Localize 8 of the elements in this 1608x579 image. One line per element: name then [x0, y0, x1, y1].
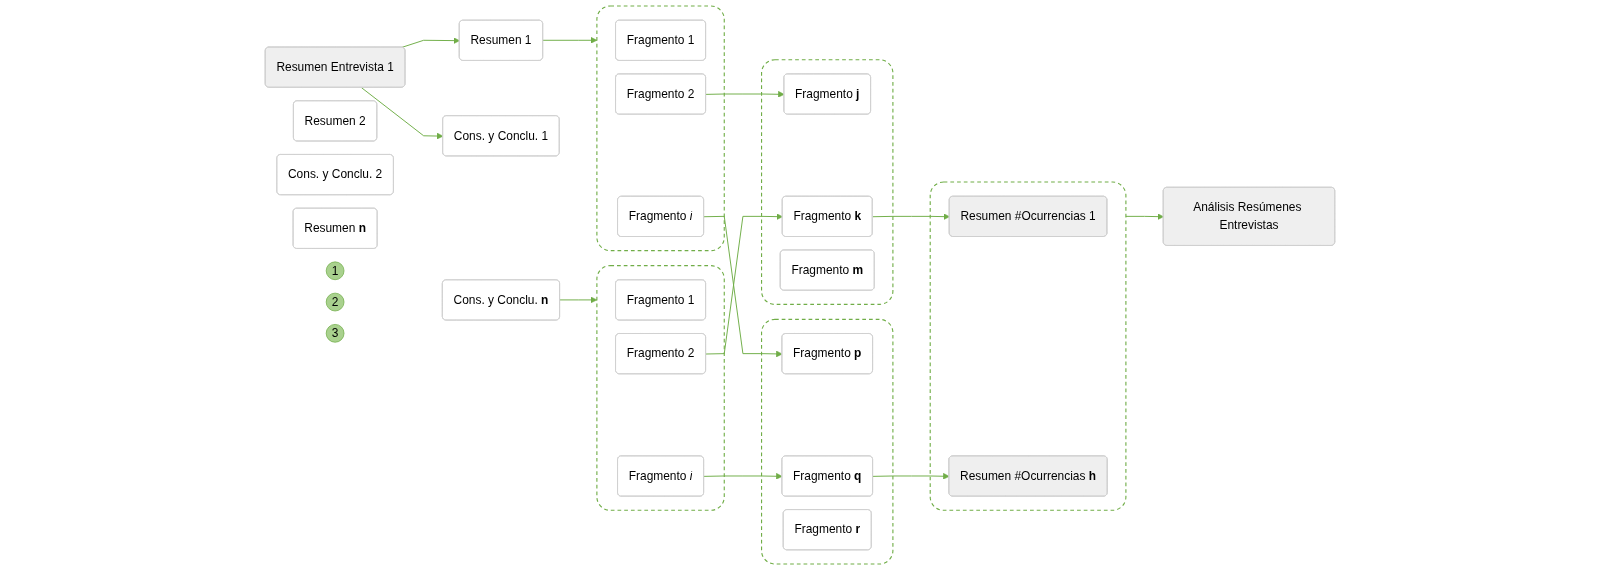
cluster: [761, 318, 894, 565]
node-circle: 1: [325, 261, 345, 281]
node-circle: 3: [325, 324, 345, 343]
cluster: [929, 181, 1127, 511]
cluster: [596, 265, 725, 511]
node-circle: 2: [325, 292, 345, 312]
cluster: [596, 5, 725, 252]
cluster: [761, 59, 894, 305]
